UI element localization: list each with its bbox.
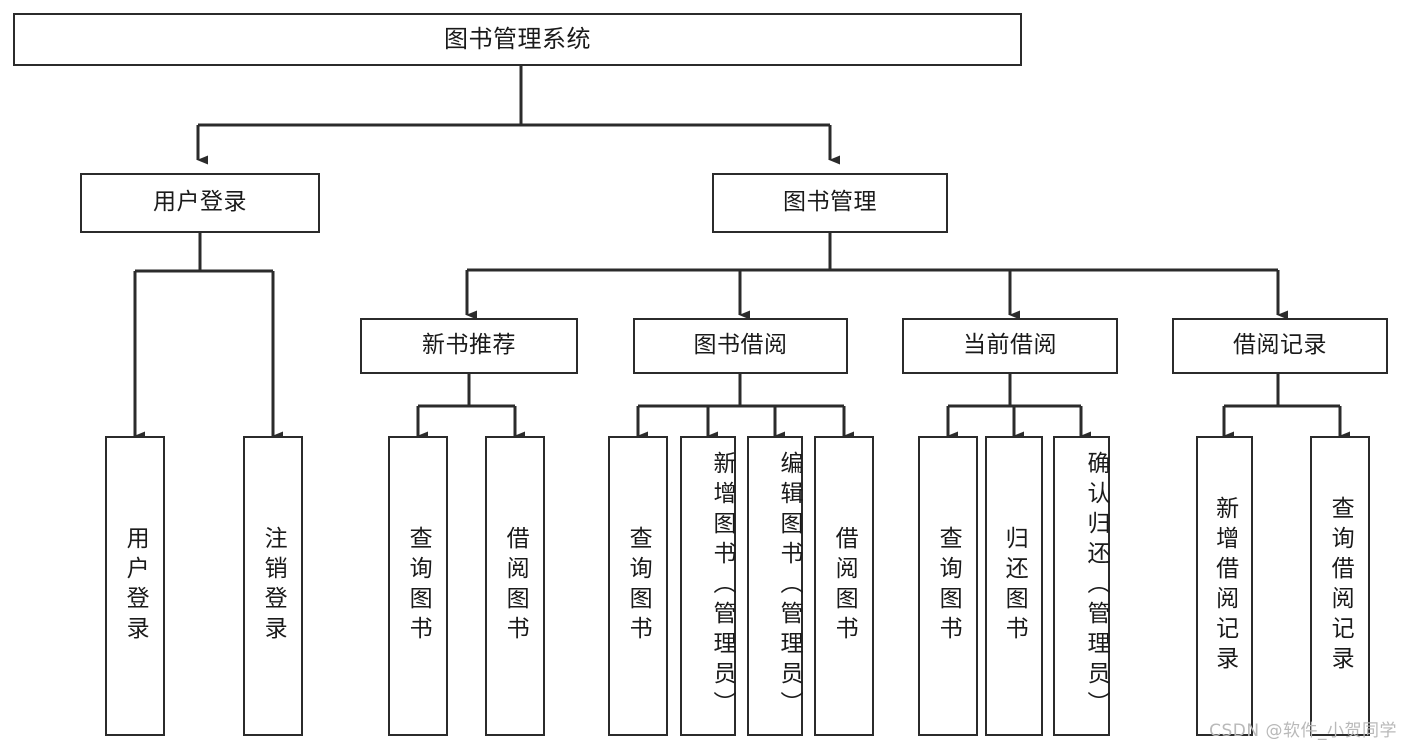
node-label: 编辑图书（管理员） [776, 451, 802, 721]
node-book-management[interactable]: 图书管理 [712, 173, 948, 233]
node-label: 注销登录 [260, 526, 287, 646]
node-label: 借阅图书 [502, 526, 529, 646]
node-leaf-query-book-2[interactable]: 查询图书 [608, 436, 668, 736]
node-label: 确认归还（管理员） [1083, 451, 1109, 721]
node-new-book-recommend[interactable]: 新书推荐 [360, 318, 578, 374]
node-borrow-record[interactable]: 借阅记录 [1172, 318, 1388, 374]
node-current-borrow[interactable]: 当前借阅 [902, 318, 1118, 374]
node-leaf-add-record[interactable]: 新增借阅记录 [1196, 436, 1253, 736]
node-leaf-borrow-book-1[interactable]: 借阅图书 [485, 436, 545, 736]
node-label: 用户登录 [122, 526, 149, 646]
node-user-login[interactable]: 用户登录 [80, 173, 320, 233]
node-leaf-edit-book[interactable]: 编辑图书（管理员） [747, 436, 803, 736]
node-leaf-query-book-3[interactable]: 查询图书 [918, 436, 978, 736]
node-book-borrow[interactable]: 图书借阅 [633, 318, 848, 374]
node-leaf-confirm-return[interactable]: 确认归还（管理员） [1053, 436, 1110, 736]
node-leaf-user-login[interactable]: 用户登录 [105, 436, 165, 736]
node-label: 归还图书 [1001, 526, 1028, 646]
node-label: 查询图书 [935, 526, 962, 646]
node-leaf-add-book[interactable]: 新增图书（管理员） [680, 436, 736, 736]
node-label: 用户登录 [153, 189, 247, 216]
node-label: 新增图书（管理员） [709, 451, 735, 721]
node-root-book-management-system[interactable]: 图书管理系统 [13, 13, 1022, 66]
node-label: 新增借阅记录 [1211, 496, 1238, 676]
node-label: 当前借阅 [963, 332, 1057, 359]
node-label: 借阅图书 [831, 526, 858, 646]
node-label: 图书管理系统 [444, 25, 591, 54]
node-label: 图书借阅 [693, 332, 788, 359]
node-leaf-query-record[interactable]: 查询借阅记录 [1310, 436, 1370, 736]
csdn-watermark: CSDN @软件_小贺同学 [1209, 721, 1397, 741]
node-leaf-borrow-book-2[interactable]: 借阅图书 [814, 436, 874, 736]
node-label: 新书推荐 [422, 332, 516, 359]
node-label: 图书管理 [783, 189, 877, 216]
node-label: 查询图书 [405, 526, 432, 646]
node-leaf-user-logout[interactable]: 注销登录 [243, 436, 303, 736]
node-label: 查询借阅记录 [1327, 496, 1354, 676]
node-label: 查询图书 [625, 526, 652, 646]
node-leaf-query-book-1[interactable]: 查询图书 [388, 436, 448, 736]
node-label: 借阅记录 [1233, 332, 1327, 359]
node-leaf-return-book[interactable]: 归还图书 [985, 436, 1043, 736]
